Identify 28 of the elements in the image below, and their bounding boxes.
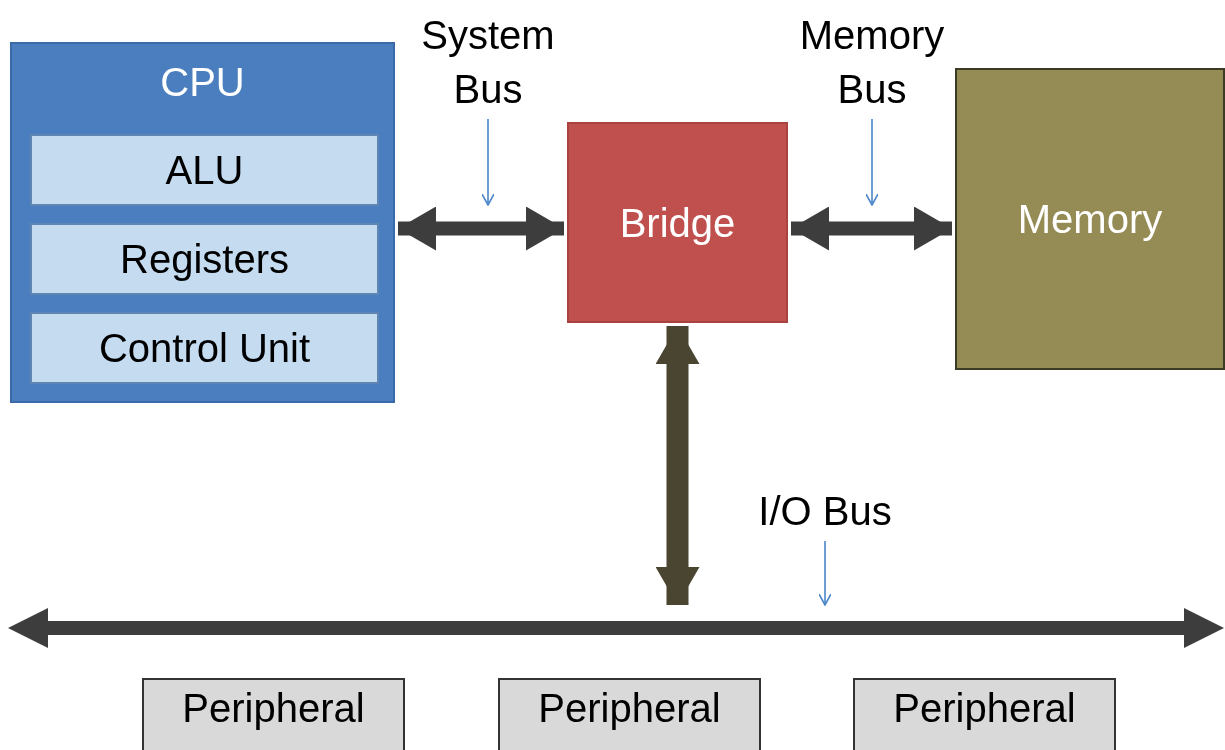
cpu-box — [10, 42, 395, 403]
box-label: ALU — [165, 150, 244, 190]
bus-label-text: System Bus — [420, 12, 556, 113]
box-label: Peripheral — [538, 688, 721, 728]
peripheral-box — [853, 678, 1116, 750]
bus-label-text: Memory Bus — [798, 12, 946, 113]
peripheral-box — [498, 678, 761, 750]
component-box — [30, 134, 379, 206]
box-label: Registers — [120, 239, 289, 279]
io-bus-bar — [8, 608, 1224, 648]
peripheral-box — [142, 678, 405, 750]
bus-arrow — [655, 326, 700, 605]
leader-arrow — [865, 118, 879, 206]
bridge-box — [567, 122, 788, 323]
box-label: Bridge — [619, 202, 736, 243]
box-label: Memory — [1017, 199, 1163, 239]
leader-arrow — [818, 540, 832, 606]
bus-arrow — [398, 206, 564, 251]
component-box — [30, 223, 379, 295]
box-heading: CPU — [159, 62, 246, 102]
memory-box — [955, 68, 1225, 370]
leader-arrow — [481, 118, 495, 206]
bus-label-text: I/O Bus — [758, 491, 892, 531]
box-label: Control Unit — [98, 328, 311, 368]
box-label: Peripheral — [182, 688, 365, 728]
component-box — [30, 312, 379, 384]
bus-arrow — [791, 206, 952, 251]
box-label: Peripheral — [893, 688, 1076, 728]
